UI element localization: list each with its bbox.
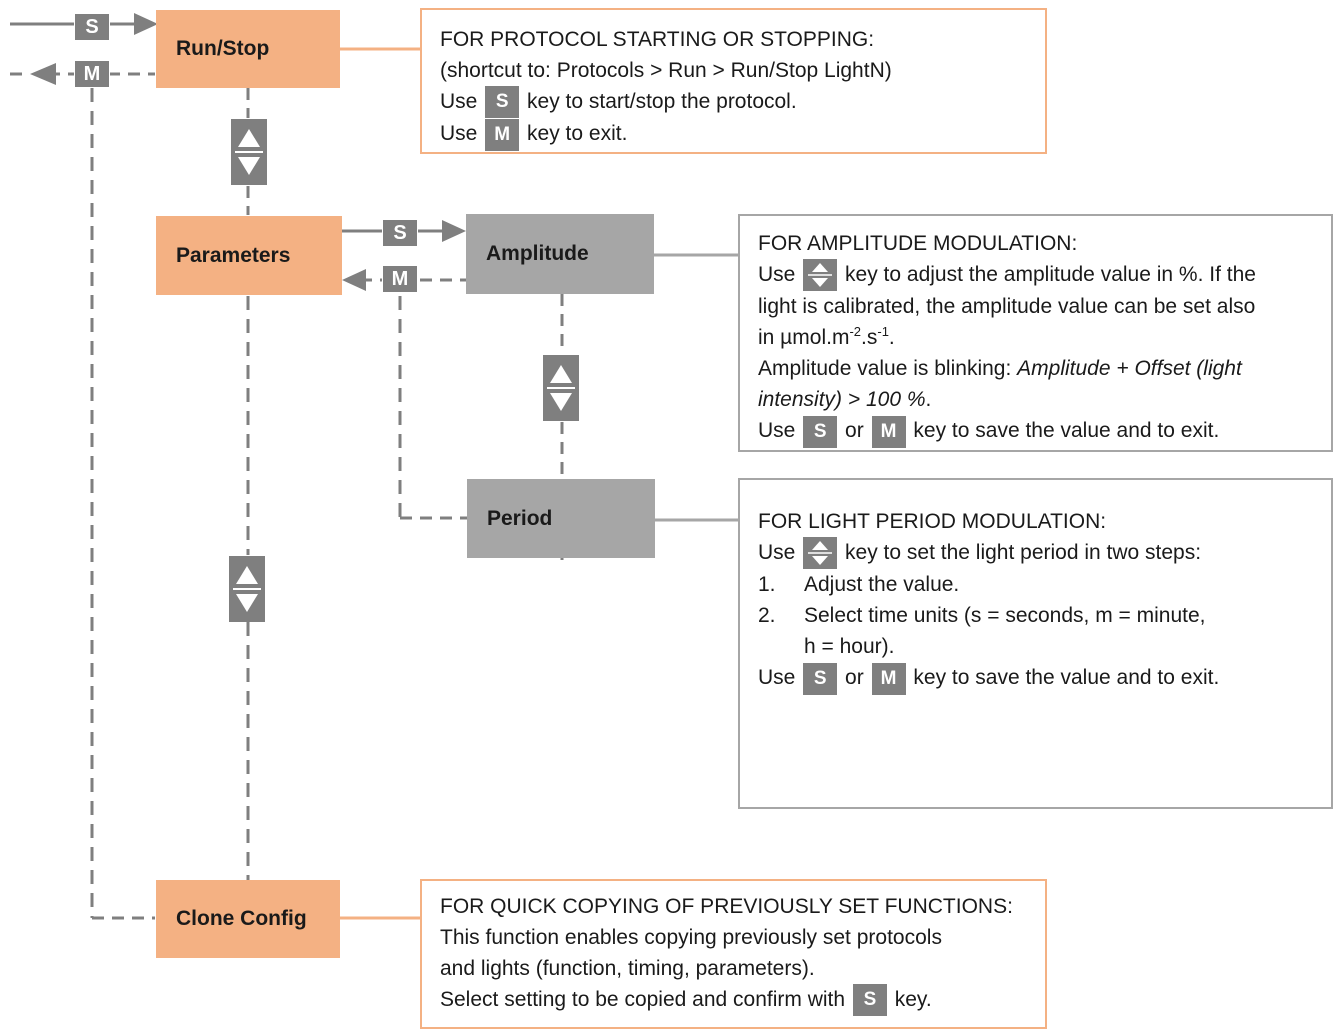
- info-italic: Amplitude + Offset (light: [1017, 357, 1242, 381]
- info-text: Use: [440, 122, 478, 146]
- info-text: in µmol.m-2.s-1.: [758, 322, 1315, 353]
- info-text: Use: [758, 666, 796, 690]
- info-text: Amplitude value is blinking: Amplitude +…: [758, 353, 1315, 384]
- up-down-arrows-icon: [808, 263, 833, 288]
- info-text: Use S key to start/stop the protocol.: [440, 86, 1029, 119]
- m-key-inline: M: [485, 118, 520, 151]
- info-text: or: [845, 666, 864, 690]
- amplitude-info-box: FOR AMPLITUDE MODULATION: Use key to adj…: [738, 214, 1333, 452]
- parameters-node: Parameters: [156, 216, 342, 295]
- unit-superscript: -1: [877, 324, 889, 340]
- info-heading: FOR PROTOCOL STARTING OR STOPPING:: [440, 28, 875, 51]
- s-key-inline: S: [803, 415, 838, 448]
- info-text: key to set the light period in two steps…: [845, 541, 1202, 564]
- info-text: key to save the value and to exit.: [913, 666, 1220, 690]
- info-heading: FOR QUICK COPYING OF PREVIOUSLY SET FUNC…: [440, 895, 1013, 918]
- period-info-box: FOR LIGHT PERIOD MODULATION: Use key to …: [738, 478, 1333, 809]
- clone-config-node: Clone Config: [156, 880, 340, 958]
- up-down-arrows-icon: [235, 129, 263, 175]
- info-text: Select setting to be copied and confirm …: [440, 984, 1029, 1017]
- up-down-key-2: [229, 556, 265, 622]
- info-text: key to exit.: [527, 122, 628, 146]
- s-key-inline: S: [852, 984, 887, 1017]
- info-text: key to save the value and to exit.: [913, 419, 1220, 443]
- info-text: Use key to set the light period in two s…: [758, 537, 1315, 570]
- info-italic: intensity) > 100 %: [758, 388, 926, 412]
- step-text: Adjust the value.: [804, 573, 960, 597]
- info-text: Select setting to be copied and confirm …: [440, 988, 846, 1011]
- period-node: Period: [467, 479, 655, 558]
- step-text-continued: h = hour).: [804, 635, 895, 659]
- info-text: Use: [440, 90, 478, 113]
- unit-text: in µmol.m: [758, 326, 850, 350]
- info-text: key to adjust the amplitude value in %. …: [845, 263, 1256, 286]
- s-key-inline: S: [485, 86, 520, 119]
- up-down-key-3: [543, 355, 579, 421]
- unit-text: .s: [861, 326, 878, 350]
- up-down-arrows-icon: [808, 541, 833, 566]
- s-key-parameters-amplitude: S: [382, 219, 418, 247]
- info-text: Use key to adjust the amplitude value in…: [758, 259, 1315, 292]
- info-text: or: [845, 419, 864, 443]
- info-text: Use: [758, 419, 796, 443]
- info-text: Use: [758, 263, 796, 286]
- info-text: Use S or M key to save the value and to …: [758, 662, 1315, 695]
- amplitude-node: Amplitude: [466, 214, 654, 294]
- m-key-inline: M: [871, 415, 906, 448]
- m-key-run-exit: M: [74, 60, 110, 88]
- info-text: and lights (function, timing, parameters…: [440, 957, 815, 980]
- step-text: Select time units (s = seconds, m = minu…: [804, 604, 1206, 628]
- info-text: (shortcut to: Protocols > Run > Run/Stop…: [440, 59, 892, 82]
- m-key-amplitude-return: M: [382, 265, 418, 293]
- run-stop-info-box: FOR PROTOCOL STARTING OR STOPPING: (shor…: [420, 8, 1047, 154]
- info-text: intensity) > 100 %.: [758, 384, 1315, 415]
- info-text: key.: [894, 988, 932, 1011]
- up-down-arrows-icon: [547, 365, 575, 411]
- info-text: Use S or M key to save the value and to …: [758, 415, 1315, 448]
- s-key-inline: S: [803, 662, 838, 695]
- unit-text: .: [888, 326, 895, 350]
- unit-superscript: -2: [849, 324, 862, 340]
- step-item: 1. Adjust the value.: [758, 569, 1315, 600]
- up-down-key-inline: [803, 259, 838, 292]
- info-heading: FOR AMPLITUDE MODULATION:: [758, 232, 1078, 255]
- up-down-key-inline: [803, 537, 838, 570]
- step-number: 2.: [758, 604, 776, 628]
- info-text: light is calibrated, the amplitude value…: [758, 295, 1256, 319]
- info-heading: FOR LIGHT PERIOD MODULATION:: [758, 510, 1107, 533]
- step-number: 1.: [758, 573, 776, 597]
- m-key-inline: M: [871, 662, 906, 695]
- up-down-arrows-icon: [233, 566, 261, 612]
- info-text: key to start/stop the protocol.: [527, 90, 797, 113]
- info-text: This function enables copying previously…: [440, 926, 942, 949]
- run-stop-node: Run/Stop: [156, 10, 340, 88]
- info-text: .: [925, 388, 932, 412]
- info-text: Use: [758, 541, 796, 564]
- up-down-key-1: [231, 119, 267, 185]
- s-key-run-entry: S: [74, 13, 110, 41]
- clone-config-info-box: FOR QUICK COPYING OF PREVIOUSLY SET FUNC…: [420, 879, 1047, 1029]
- info-text: Amplitude value is blinking:: [758, 357, 1018, 381]
- info-text: Use M key to exit.: [440, 118, 1029, 151]
- step-item: 2. Select time units (s = seconds, m = mi…: [758, 600, 1315, 631]
